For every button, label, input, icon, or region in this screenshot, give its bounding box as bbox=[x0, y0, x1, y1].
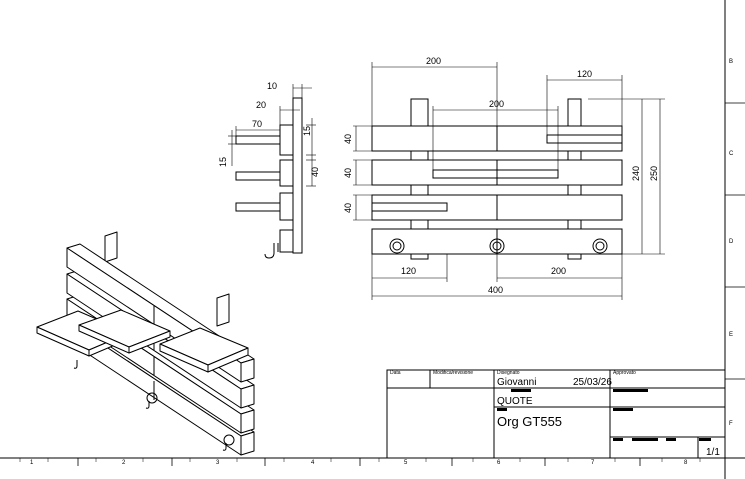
front-dim-40-c: 40 bbox=[343, 203, 353, 213]
title-block-redactions bbox=[497, 389, 711, 441]
row-label-d: D bbox=[729, 239, 734, 245]
front-dim-240: 240 bbox=[631, 166, 641, 181]
front-dim-250: 250 bbox=[649, 166, 659, 181]
side-view-dimensions bbox=[228, 84, 316, 187]
isometric-view bbox=[36, 231, 255, 456]
col-label-6: 6 bbox=[497, 460, 501, 466]
row-markers bbox=[725, 102, 745, 380]
front-dim-400: 400 bbox=[488, 285, 503, 295]
row-label-e: E bbox=[729, 332, 733, 338]
title-author: Giovanni bbox=[497, 377, 536, 388]
title-label-date: Data bbox=[390, 370, 401, 376]
front-view bbox=[371, 98, 623, 260]
col-label-5: 5 bbox=[404, 460, 408, 466]
side-dim-10: 10 bbox=[267, 81, 277, 91]
front-dim-200-mid: 200 bbox=[489, 99, 504, 109]
title-label-revision: Modifica/revisione bbox=[433, 370, 473, 376]
title-subject: QUOTE bbox=[497, 396, 533, 407]
col-label-1: 1 bbox=[30, 460, 34, 466]
col-label-7: 7 bbox=[591, 460, 595, 466]
title-label-drawn: Disegnato bbox=[497, 370, 520, 376]
side-dim-15-left: 15 bbox=[218, 157, 228, 167]
front-dim-200-bottom: 200 bbox=[551, 266, 566, 276]
row-label-f: F bbox=[729, 421, 733, 427]
col-label-3: 3 bbox=[216, 460, 220, 466]
title-label-approved: Approvato bbox=[613, 370, 636, 376]
col-label-4: 4 bbox=[311, 460, 315, 466]
title-block bbox=[386, 369, 726, 459]
col-label-2: 2 bbox=[122, 460, 126, 466]
isometric-hooks bbox=[73, 360, 235, 451]
title-date: 25/03/26 bbox=[573, 377, 612, 388]
column-markers bbox=[77, 458, 726, 466]
row-label-c: C bbox=[729, 151, 734, 157]
front-dim-40-b: 40 bbox=[343, 168, 353, 178]
front-dim-40-a: 40 bbox=[343, 134, 353, 144]
side-dim-40: 40 bbox=[310, 167, 320, 177]
front-dim-120-bottom: 120 bbox=[401, 266, 416, 276]
title-sheet-number: 1/1 bbox=[706, 447, 720, 458]
side-dim-15-right: 15 bbox=[302, 126, 312, 136]
side-dim-70: 70 bbox=[252, 119, 262, 129]
minor-ticks bbox=[19, 458, 701, 462]
col-label-8: 8 bbox=[684, 460, 688, 466]
front-dim-200-top: 200 bbox=[426, 56, 441, 66]
front-dim-120-top: 120 bbox=[577, 69, 592, 79]
side-dim-20: 20 bbox=[256, 100, 266, 110]
side-view bbox=[235, 97, 303, 259]
title-part-name: Org GT555 bbox=[497, 414, 562, 429]
row-label-b: B bbox=[729, 59, 733, 65]
front-view-dimensions bbox=[353, 62, 665, 300]
